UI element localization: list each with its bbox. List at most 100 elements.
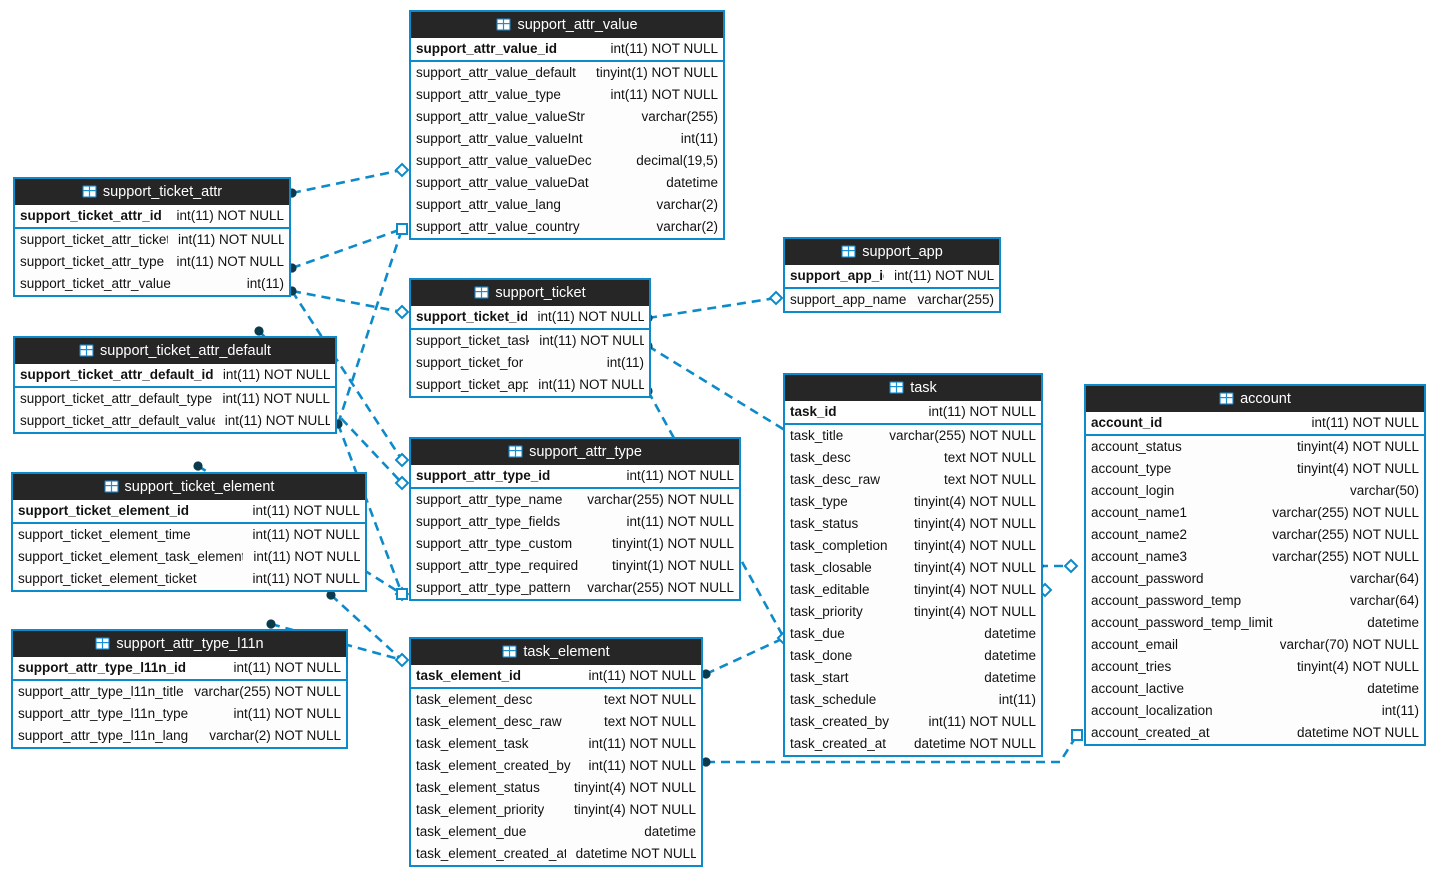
field-row: account_name1 varchar(255) NOT NULL (1086, 502, 1424, 524)
field-name: task_editable (790, 582, 870, 597)
table-icon (474, 282, 489, 306)
primary-key-section: support_attr_type_l11n_id int(11) NOT NUL… (13, 657, 346, 681)
field-type: varchar(70) NOT NULL (1279, 637, 1419, 652)
field-type: tinyint(4) NOT NULL (913, 582, 1036, 597)
field-type: text NOT NULL (943, 450, 1036, 465)
field-type: datetime (984, 670, 1036, 685)
field-type: int(11) NOT NULL (177, 232, 284, 247)
field-name: support_attr_type_l11n_lang (18, 728, 189, 743)
field-name: task_status (790, 516, 859, 531)
field-name: support_ticket_attr_default_type (20, 391, 213, 406)
entity-table-header: task_element (411, 639, 701, 665)
field-type: datetime (984, 626, 1036, 641)
field-type: int(11) NOT NULL (610, 41, 718, 56)
field-name: task_element_status (416, 780, 540, 795)
field-row: support_attr_value_country varchar(2) (411, 216, 723, 238)
field-type: tinyint(1) NOT NULL (611, 536, 734, 551)
field-name: support_attr_type_pattern (416, 580, 571, 595)
field-name: support_attr_type_l11n_id (18, 660, 187, 675)
field-type: int(11) NOT NULL (222, 367, 330, 382)
entity-table-title: support_ticket_attr_default (100, 343, 271, 359)
field-type: int(11) NOT NULL (222, 391, 330, 406)
field-name: support_attr_type_id (416, 468, 551, 483)
field-row: task_editable tinyint(4) NOT NULL (785, 579, 1041, 601)
field-type: varchar(64) (1349, 571, 1419, 586)
field-name: support_attr_value_valueStr (416, 109, 585, 124)
entity-table-support_ticket_attr[interactable]: support_ticket_attr support_ticket_attr_i… (13, 177, 291, 297)
field-type: tinyint(4) NOT NULL (913, 560, 1036, 575)
table-icon (508, 441, 523, 465)
entity-table-title: support_ticket_attr (102, 184, 223, 200)
field-type: int(11) NOT NULL (233, 660, 341, 675)
field-type: int(11) NOT NULL (176, 254, 284, 269)
field-name: support_app_name (790, 292, 907, 307)
field-name: support_attr_value_type (416, 87, 561, 102)
entity-table-support_ticket_attr_default[interactable]: support_ticket_attr_default support_ticke… (13, 336, 337, 434)
field-name: account_lactive (1091, 681, 1185, 696)
table-icon (502, 641, 517, 665)
field-type: int(11) (1381, 703, 1419, 718)
field-type: int(11) NOT NULL (252, 571, 360, 586)
field-type: tinyint(4) NOT NULL (573, 802, 696, 817)
entity-table-title: support_ticket (495, 285, 586, 301)
entity-table-title: account (1240, 391, 1291, 407)
field-name: account_name1 (1091, 505, 1188, 520)
field-type: varchar(255) NOT NULL (1272, 527, 1419, 542)
primary-key-row: support_attr_type_l11n_id int(11) NOT NUL… (13, 657, 346, 679)
entity-table-header: support_app (785, 239, 999, 265)
field-name: task_type (790, 494, 848, 509)
field-type: text NOT NULL (603, 692, 696, 707)
entity-table-header: support_ticket (411, 280, 649, 306)
field-type: int(11) NOT NULL (224, 413, 330, 428)
field-name: task_id (790, 404, 837, 419)
field-name: account_id (1091, 415, 1163, 430)
field-type: datetime (644, 824, 696, 839)
field-type: tinyint(4) NOT NULL (1296, 461, 1419, 476)
field-type: varchar(255) NOT NULL (1272, 505, 1419, 520)
field-type: varchar(2) (656, 219, 718, 234)
field-name: support_attr_value_country (416, 219, 580, 234)
field-name: support_attr_type_name (416, 492, 563, 507)
field-name: account_password (1091, 571, 1204, 586)
